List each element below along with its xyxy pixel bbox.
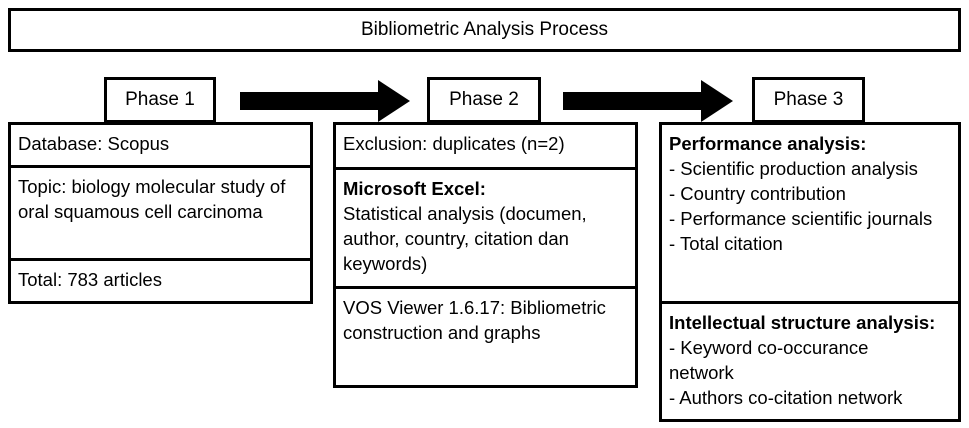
diagram-title: Bibliometric Analysis Process xyxy=(8,8,961,52)
performance-item: - Country contribution xyxy=(669,183,846,204)
intellectual-item: - Keyword co-occurance network xyxy=(669,337,869,383)
excel-heading: Microsoft Excel: xyxy=(343,178,486,199)
phase-1-topic-box: Topic: biology molecular study of oral s… xyxy=(8,165,313,261)
phase-2-exclusion-box: Exclusion: duplicates (n=2) xyxy=(333,122,638,170)
exclusion-text: Exclusion: duplicates (n=2) xyxy=(343,133,565,154)
arrow-phase1-to-phase2 xyxy=(240,80,410,122)
phase-3-performance-box: Performance analysis: - Scientific produ… xyxy=(659,122,961,304)
intellectual-heading: Intellectual structure analysis: xyxy=(669,312,936,333)
phase-3-label: Phase 3 xyxy=(752,77,865,123)
phase-1-label: Phase 1 xyxy=(104,77,216,123)
intellectual-item: - Authors co-citation network xyxy=(669,387,903,408)
phase-2-vosviewer-box: VOS Viewer 1.6.17: Bibliometric construc… xyxy=(333,286,638,388)
performance-heading: Performance analysis: xyxy=(669,133,867,154)
performance-item: - Performance scientific journals xyxy=(669,208,933,229)
database-text: Database: Scopus xyxy=(18,133,170,154)
phase-3-intellectual-box: Intellectual structure analysis: - Keywo… xyxy=(659,301,961,422)
phase-2-label: Phase 2 xyxy=(427,77,541,123)
excel-text: Statistical analysis (documen, author, c… xyxy=(343,203,587,274)
phase-1-database-box: Database: Scopus xyxy=(8,122,313,168)
vosviewer-text: VOS Viewer 1.6.17: Bibliometric construc… xyxy=(343,297,606,343)
phase-2-excel-box: Microsoft Excel: Statistical analysis (d… xyxy=(333,167,638,289)
topic-text: Topic: biology molecular study of oral s… xyxy=(18,176,286,222)
arrow-phase2-to-phase3 xyxy=(563,80,733,122)
performance-item: - Scientific production analysis xyxy=(669,158,918,179)
performance-item: - Total citation xyxy=(669,233,783,254)
arrow-shape xyxy=(240,80,410,122)
phase-1-total-box: Total: 783 articles xyxy=(8,258,313,304)
total-text: Total: 783 articles xyxy=(18,269,162,290)
arrow-shape xyxy=(563,80,733,122)
